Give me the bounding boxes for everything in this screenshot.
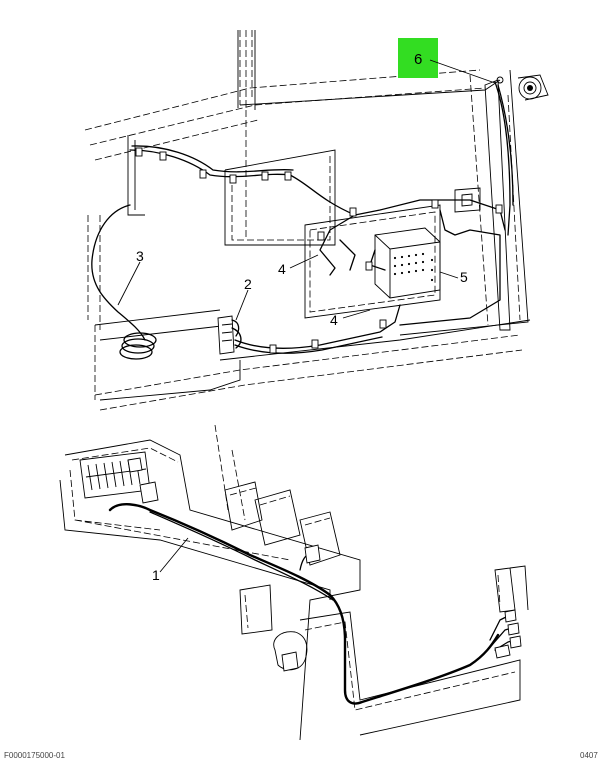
svg-text:2: 2	[244, 276, 252, 292]
callout-1: 1	[152, 537, 189, 583]
module-box-dots	[393, 252, 434, 282]
upper-cab-view	[84, 30, 549, 411]
harness-clips	[135, 147, 503, 354]
callout-3: 3	[117, 248, 144, 306]
svg-text:4: 4	[330, 312, 338, 328]
callout-6: 6	[398, 38, 496, 84]
wire-coil	[119, 332, 157, 360]
callout-5: 5	[439, 269, 468, 285]
svg-text:3: 3	[136, 248, 144, 264]
callout-2: 2	[235, 276, 252, 321]
callout-4-lower: 4	[330, 309, 371, 328]
ignition-switch	[496, 74, 549, 101]
footer-right-code: 0407	[580, 751, 598, 760]
footer-left-code: F0000175000-01	[4, 751, 65, 760]
svg-text:1: 1	[152, 567, 160, 583]
lower-dash-view	[59, 424, 529, 741]
svg-text:4: 4	[278, 261, 286, 277]
callout-4-upper: 4	[278, 254, 319, 277]
svg-text:6: 6	[414, 51, 422, 68]
svg-text:5: 5	[460, 269, 468, 285]
callout-6-highlight	[398, 38, 438, 78]
